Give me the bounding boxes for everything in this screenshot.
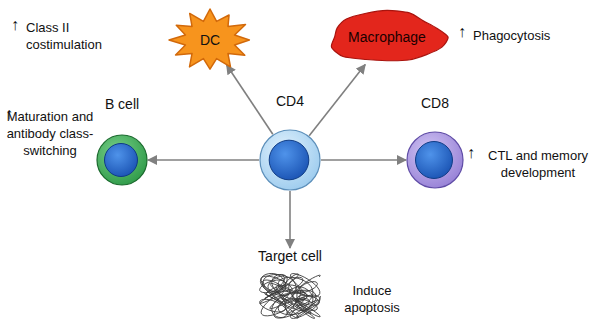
activation-arrow (321, 159, 406, 161)
label-anchor: ↑ (458, 23, 472, 40)
label-anchor: Class II costimulation (26, 19, 122, 53)
cell-nucleus (416, 142, 453, 179)
activation-arrow (148, 159, 259, 161)
cell-membrane (260, 130, 320, 190)
cd4-cell: CD4 (259, 93, 321, 191)
cell-membrane (97, 135, 147, 185)
cell-membrane (407, 132, 463, 188)
target-cell-body (256, 270, 324, 322)
dc-starburst-body: DC (167, 7, 253, 73)
cd8-cell: CD8 (406, 95, 464, 189)
cd8-cell-body (406, 131, 464, 189)
activation-arrow (309, 65, 365, 136)
macrophage-blob-body: Macrophage (321, 6, 453, 68)
cd4-cell-body (259, 129, 321, 191)
activation-arrow (289, 191, 291, 248)
target-cell-outline (256, 270, 324, 322)
label-anchor: Induce apoptosis (334, 282, 410, 316)
label-anchor: ↑ (467, 144, 481, 161)
starburst-shape (169, 9, 249, 69)
node-label: Macrophage (348, 29, 426, 45)
b-cell: B cell (96, 96, 148, 186)
cell-nucleus (269, 140, 309, 180)
node-label: B cell (105, 96, 139, 112)
node-label: CD8 (421, 95, 449, 111)
increase-arrow: ↑ (458, 23, 472, 40)
dc-starburst: DC (167, 7, 253, 73)
effect-note: CTL and memory development (480, 147, 596, 181)
b-cell-body (96, 134, 148, 186)
cd4-cell-outline (259, 129, 321, 191)
effect-note: Induce apoptosis (334, 282, 410, 316)
label-anchor: ↑ (11, 16, 25, 33)
b-cell-outline (96, 134, 148, 186)
increase-arrow: ↑ (11, 16, 25, 33)
cd8-cell-outline (406, 131, 464, 189)
effect-note: Phagocytosis (473, 27, 583, 44)
effect-note: Maturation and antibody class-switching (6, 108, 94, 159)
cell-nucleus (105, 144, 138, 177)
activation-arrow (227, 65, 273, 134)
increase-arrow: ↑ (467, 144, 481, 161)
apoptotic-cell-scribble (260, 273, 321, 318)
macrophage-shape (331, 10, 448, 60)
node-label: CD4 (276, 93, 304, 109)
label-anchor: CTL and memory development (480, 147, 596, 181)
node-label: Target cell (258, 248, 322, 264)
label-anchor: Phagocytosis (473, 27, 583, 44)
label-anchor: Maturation and antibody class-switching (6, 108, 94, 159)
effect-note: Class II costimulation (26, 19, 122, 53)
target-cell: Target cell (256, 248, 324, 322)
node-label: DC (200, 32, 220, 48)
macrophage-blob: Macrophage (321, 6, 453, 68)
